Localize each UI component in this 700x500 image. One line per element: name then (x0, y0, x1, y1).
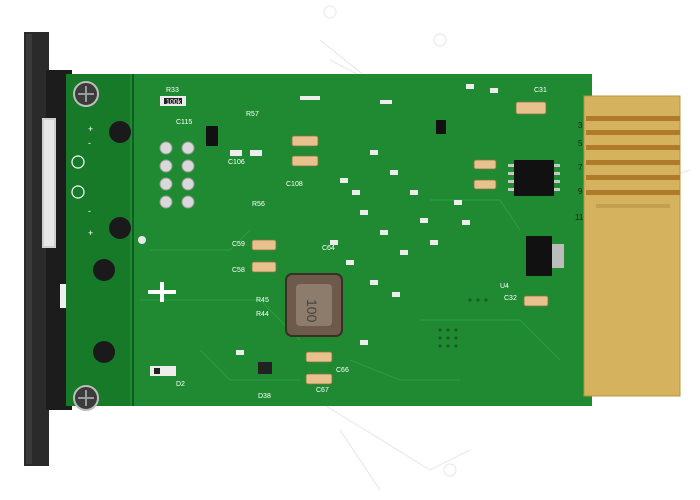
label-u4: U4 (500, 283, 509, 290)
label-c115: C115 (176, 119, 192, 126)
pin-header (159, 141, 195, 209)
label-r45: R45 (256, 297, 269, 304)
smd-capacitors (251, 101, 549, 385)
label-r44: R44 (256, 311, 269, 318)
mounting-screws (73, 81, 131, 411)
front-bracket (24, 32, 72, 466)
plus-symbol: + (88, 228, 93, 238)
label-c108: C108 (286, 181, 303, 188)
pin-number: 3 (578, 121, 583, 130)
pin-number: 11 (575, 213, 584, 222)
label-c59: C59 (232, 241, 245, 248)
pcb-board (66, 74, 592, 406)
minus-symbol: - (88, 206, 91, 216)
label-d38: D38 (258, 393, 271, 400)
left-silkscreen: + - - + (71, 124, 176, 302)
label-r33: R33 (166, 87, 179, 94)
smd-components (150, 84, 498, 376)
label-c67: C67 (316, 387, 329, 394)
board-hole (138, 236, 146, 244)
pin-numbers: 3 5 7 9 11 (575, 121, 584, 222)
gold-edge-connector (583, 95, 681, 397)
label-d2: D2 (176, 381, 185, 388)
minus-symbol: - (88, 138, 91, 148)
label-c32: C32 (504, 295, 517, 302)
label-r56: R56 (252, 201, 265, 208)
component-labels: R33 100k C115 R57 C31 C106 C108 R56 C59 … (166, 87, 547, 400)
inductor-marking: 100 (304, 299, 320, 323)
label-c106: C106 (228, 159, 245, 166)
label-c64: C64 (322, 245, 335, 252)
label-r57: R57 (246, 111, 259, 118)
label-c58: C58 (232, 267, 245, 274)
pin-number: 5 (578, 139, 583, 148)
pin-number: 7 (578, 163, 583, 172)
integrated-circuits (206, 120, 564, 276)
plus-symbol: + (88, 124, 93, 134)
power-inductor: 100 (285, 273, 343, 337)
label-c31: C31 (534, 87, 547, 94)
pin-number: 9 (578, 187, 583, 196)
label-c66: C66 (336, 367, 349, 374)
label-100k: 100k (166, 99, 182, 106)
